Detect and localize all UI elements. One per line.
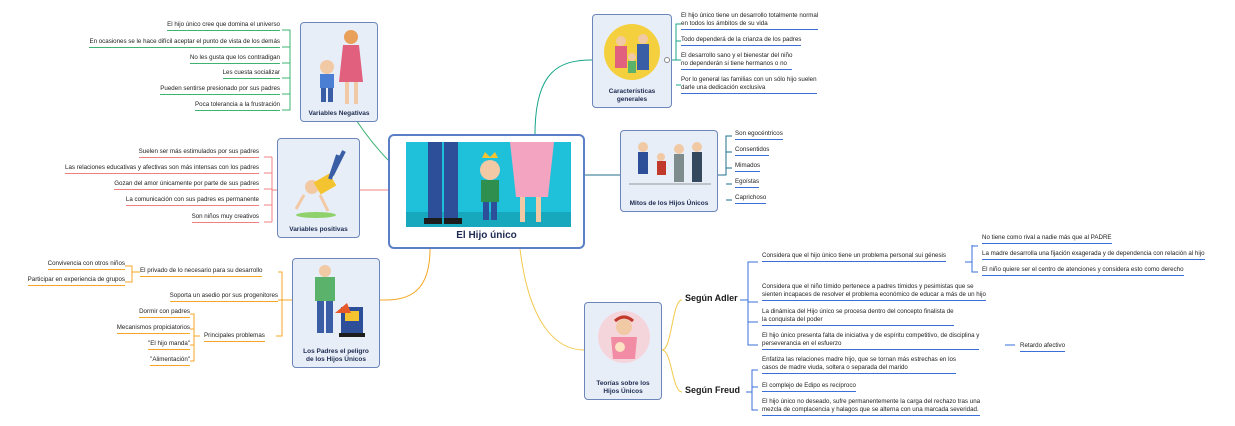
caracteristica-4[interactable]: Por lo general las familias con un sólo … bbox=[681, 76, 817, 94]
adler-node[interactable]: Según Adler bbox=[685, 293, 738, 303]
adler-sub-3[interactable]: El niño quiere ser el centro de atencion… bbox=[982, 266, 1184, 276]
positivas-item-1[interactable]: Suelen ser más estimulados por sus padre… bbox=[138, 148, 259, 158]
caracteristica-3[interactable]: El desarrollo sano y el bienestar del ni… bbox=[681, 52, 793, 70]
mito-5[interactable]: Caprichoso bbox=[735, 194, 767, 204]
soporta-item[interactable]: Soporta un asedio por sus progenitores bbox=[169, 292, 278, 302]
problema-alimentacion[interactable]: "Alimentación" bbox=[150, 356, 190, 366]
freud-item-2[interactable]: El complejo de Edipo es recíproco bbox=[762, 382, 856, 392]
problema-hijo-manda[interactable]: "El hijo manda" bbox=[148, 340, 190, 350]
adler-sub-1[interactable]: No tiene como rival a nadie más que al P… bbox=[982, 234, 1112, 244]
collapse-knob[interactable] bbox=[664, 57, 670, 63]
central-title: El Hijo único bbox=[456, 230, 517, 241]
jumping-child-image bbox=[294, 150, 346, 218]
problemas-node[interactable]: Principales problemas bbox=[204, 332, 265, 342]
negativas-item-3[interactable]: No les gusta que los contradigan bbox=[189, 54, 280, 64]
problema-dormir[interactable]: Dormir con padres bbox=[139, 308, 190, 318]
privado-node[interactable]: El privado de lo necesario para su desar… bbox=[140, 267, 263, 277]
convivencia-item[interactable]: Convivencia con otros niños bbox=[47, 260, 125, 270]
positivas-item-5[interactable]: Son niños muy creativos bbox=[191, 213, 259, 223]
negativas-item-2[interactable]: En ocasiones se le hace difícil aceptar … bbox=[89, 38, 280, 48]
mito-3[interactable]: Mimados bbox=[735, 162, 761, 172]
retardo-afectivo[interactable]: Retardo afectivo bbox=[1020, 342, 1066, 352]
mito-4[interactable]: Egoístas bbox=[735, 178, 760, 188]
freud-item-3[interactable]: El hijo único no deseado, sufre permanen… bbox=[762, 398, 981, 416]
negativas-item-5[interactable]: Pueden sentirse presionado por sus padre… bbox=[160, 85, 280, 95]
negativas-item-6[interactable]: Poca tolerancia a la frustración bbox=[195, 101, 280, 111]
adler-item-1[interactable]: Considera que el hijo único tiene un pro… bbox=[762, 252, 947, 262]
negativas-item-4[interactable]: Les cuesta socializar bbox=[222, 69, 280, 79]
freud-item-1[interactable]: Enfatiza las relaciones madre hijo, que … bbox=[762, 356, 956, 374]
problema-mecanismos[interactable]: Mecanismos propiciatorios bbox=[116, 324, 190, 334]
variables-negativas-node[interactable]: Variables Negativas bbox=[300, 22, 378, 122]
caracteristica-2[interactable]: Todo dependerá de la crianza de los padr… bbox=[681, 36, 802, 46]
freud-node[interactable]: Según Freud bbox=[685, 385, 741, 395]
positivas-item-2[interactable]: Las relaciones educativas y afectivas so… bbox=[65, 164, 259, 174]
family-image bbox=[604, 24, 660, 80]
adler-item-2[interactable]: Considera que el niño tímido pertenece a… bbox=[762, 283, 986, 301]
central-image bbox=[406, 142, 571, 227]
family-scene-image bbox=[629, 142, 711, 185]
positivas-item-3[interactable]: Gozan del amor únicamente por parte de s… bbox=[114, 180, 259, 190]
participar-item[interactable]: Participar en experiencia de grupos bbox=[27, 276, 125, 286]
variables-positivas-title: Variables positivas bbox=[289, 226, 348, 233]
parents-image bbox=[315, 265, 365, 337]
mito-2[interactable]: Consentidos bbox=[735, 146, 770, 156]
adler-sub-2[interactable]: La madre desarrolla una fijación exagera… bbox=[982, 250, 1205, 260]
positivas-item-4[interactable]: La comunicación con sus padres es perman… bbox=[125, 196, 259, 206]
adler-item-3[interactable]: La dinámica del Hijo único se procesa de… bbox=[762, 308, 954, 326]
central-topic[interactable]: El Hijo único bbox=[388, 134, 585, 249]
variables-negativas-title: Variables Negativas bbox=[308, 110, 370, 117]
variables-positivas-node[interactable]: Variables positivas bbox=[277, 138, 360, 238]
negativas-item-1[interactable]: El hijo único cree que domina el univers… bbox=[167, 21, 280, 31]
adler-item-4[interactable]: El hijo único presenta falta de iniciati… bbox=[762, 332, 980, 350]
caracteristica-1[interactable]: El hijo único tiene un desarrollo totalm… bbox=[681, 12, 819, 30]
mito-1[interactable]: Son egocéntricos bbox=[735, 130, 783, 140]
mitos-title: Mitos de los Hijos Únicos bbox=[629, 200, 709, 207]
mother-baby-image bbox=[598, 311, 650, 363]
mitos-node[interactable]: Mitos de los Hijos Únicos bbox=[620, 130, 718, 212]
mother-child-image bbox=[320, 30, 363, 104]
